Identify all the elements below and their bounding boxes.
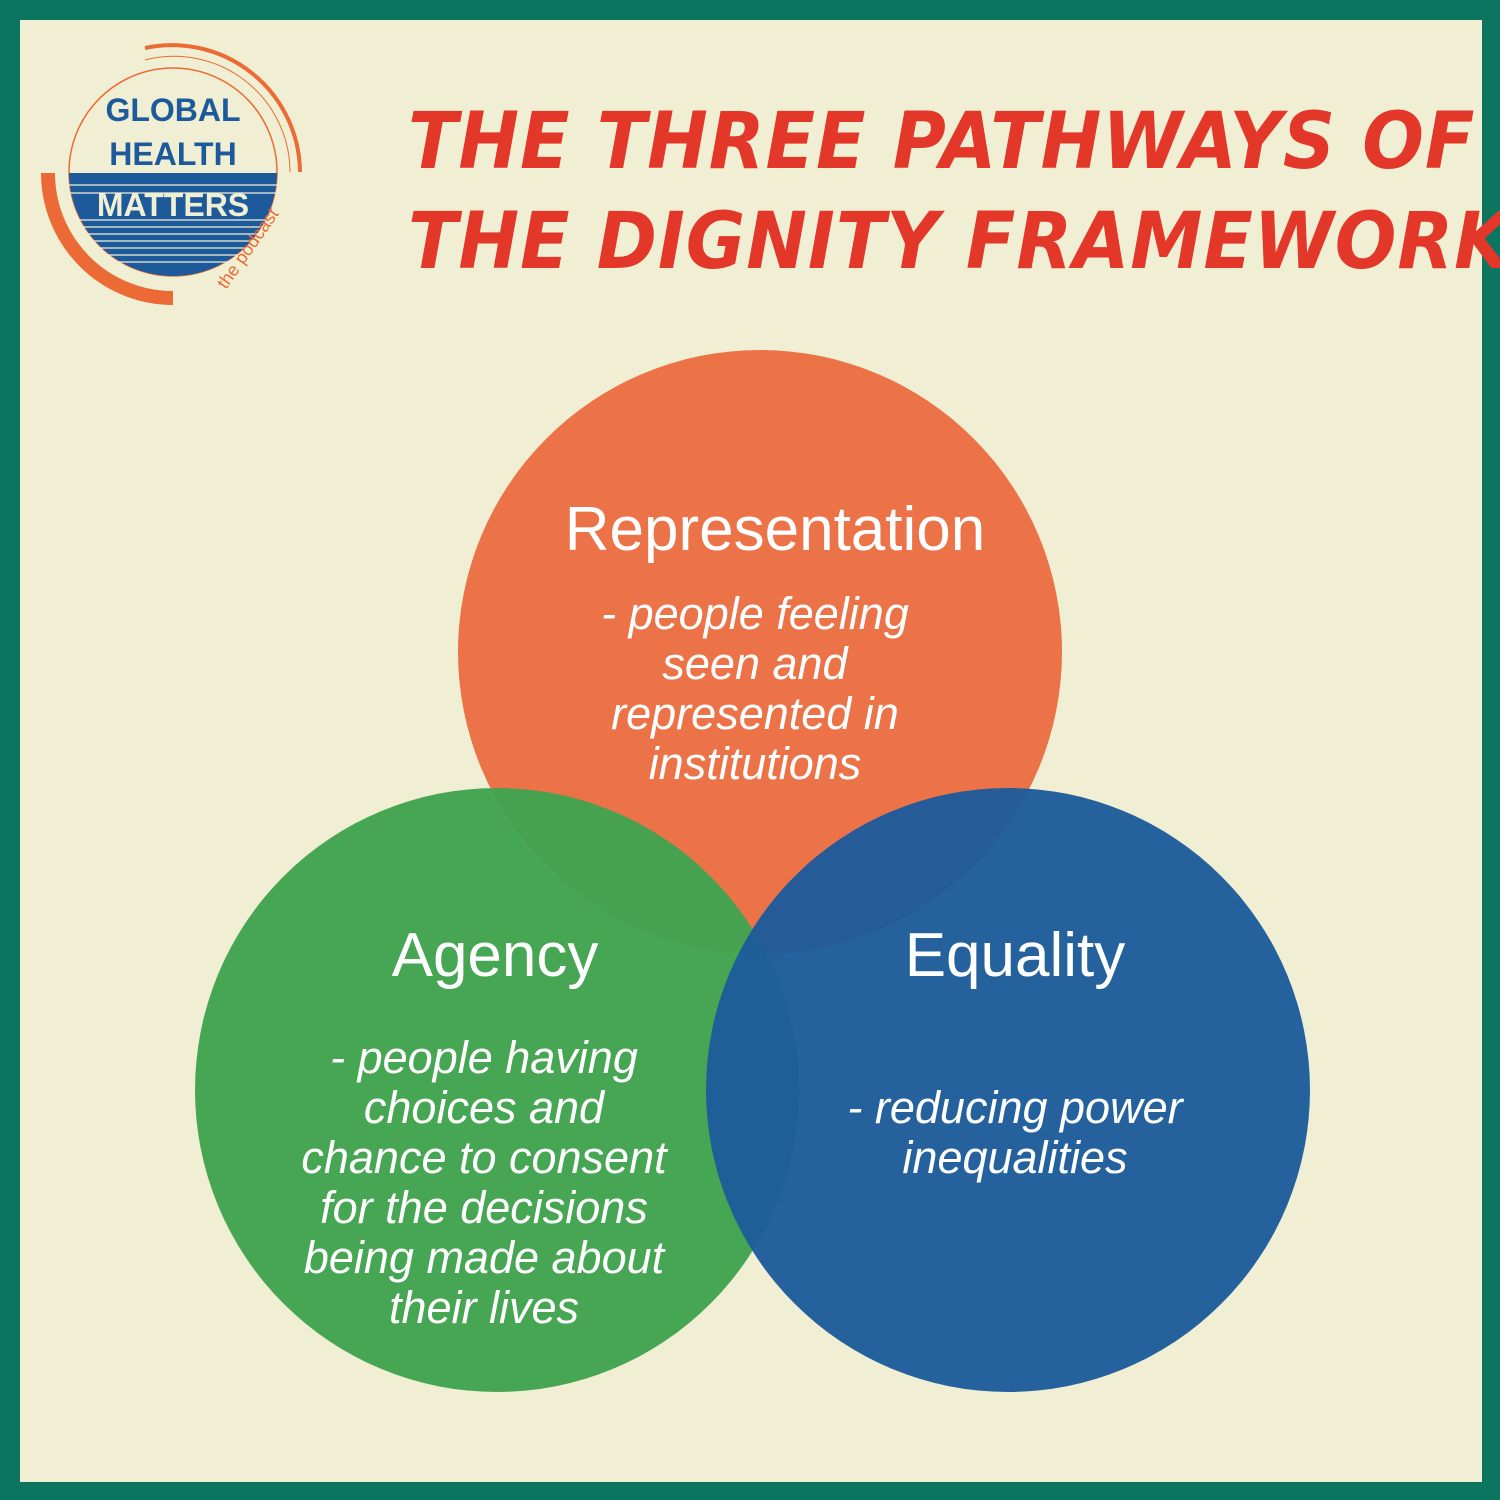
representation-description: - people feeling seen and represented in…: [480, 589, 1030, 789]
desc-line: seen and: [662, 638, 848, 689]
desc-line: for the decisions: [320, 1182, 648, 1233]
equality-description: - reducing power inequalities: [770, 1083, 1260, 1183]
agency-description: - people having choices and chance to co…: [228, 1033, 740, 1333]
desc-line: inequalities: [902, 1132, 1128, 1183]
desc-line: institutions: [648, 738, 862, 789]
svg-text:GLOBAL: GLOBAL: [105, 92, 240, 128]
desc-line: being made about: [303, 1232, 665, 1283]
desc-line: choices and: [363, 1082, 605, 1133]
agency-label: Agency - people having choices and chanc…: [250, 920, 740, 1333]
agency-title: Agency: [391, 921, 599, 990]
representation-label: Representation - people feeling seen and…: [520, 494, 1030, 789]
equality-title: Equality: [904, 921, 1126, 990]
svg-text:HEALTH: HEALTH: [109, 136, 236, 172]
desc-line: - reducing power: [847, 1082, 1183, 1133]
desc-line: represented in: [611, 688, 899, 739]
page-title: THE THREE PATHWAYS OF THE DIGNITY FRAMEW…: [408, 92, 1500, 292]
representation-title: Representation: [564, 495, 986, 564]
desc-line: their lives: [388, 1282, 580, 1333]
equality-circle: [706, 788, 1310, 1392]
title-line-1: THE THREE PATHWAYS OF: [408, 97, 1476, 187]
agency-circle: [195, 788, 799, 1392]
global-health-matters-logo: GLOBAL HEALTH MATTERS the podcast: [41, 43, 302, 305]
desc-line: - people having: [330, 1032, 638, 1083]
svg-text:MATTERS: MATTERS: [97, 187, 249, 223]
title-line-2: THE DIGNITY FRAMEWORK: [408, 197, 1500, 287]
equality-label: Equality - reducing power inequalities: [770, 920, 1260, 1183]
desc-line: - people feeling: [601, 588, 909, 639]
representation-circle: [458, 350, 1062, 954]
desc-line: chance to consent: [301, 1132, 667, 1183]
